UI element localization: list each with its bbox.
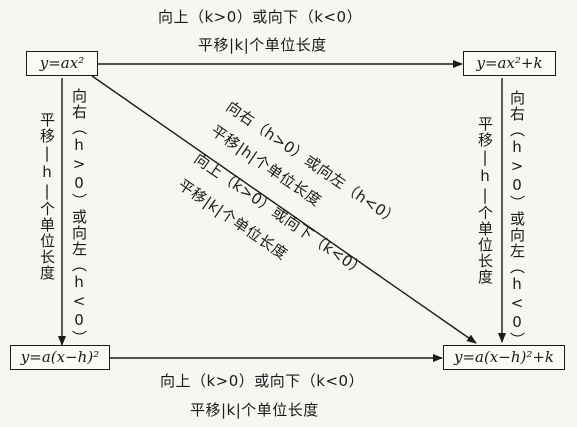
node-top-left-label: y=ax² — [39, 54, 85, 72]
bottom-edge-label-1: 向上（k>0）或向下（k<0） — [160, 372, 365, 390]
node-bottom-right: y=a(x−h)²+k — [443, 345, 565, 370]
node-bottom-left-label: y=a(x−h)² — [20, 348, 100, 366]
arrow-diagonal — [91, 75, 477, 344]
bottom-edge-label-2: 平移|k|个单位长度 — [190, 401, 319, 419]
node-top-left: y=ax² — [26, 51, 98, 76]
node-top-right-label: y=ax²+k — [476, 54, 543, 72]
right-edge-label-1: 向右（h>0）或向左（h<0） — [508, 90, 526, 348]
top-edge-label-2: 平移|k|个单位长度 — [198, 36, 327, 54]
top-edge-label-1: 向上（k>0）或向下（k<0） — [158, 8, 363, 26]
left-edge-label-1: 向右（h>0）或向左（h<0） — [70, 88, 88, 346]
node-bottom-left: y=a(x−h)² — [10, 345, 110, 370]
node-top-right: y=ax²+k — [463, 51, 556, 76]
right-edge-label-2: 平移|h|个单位长度 — [476, 116, 494, 285]
node-bottom-right-label: y=a(x−h)²+k — [453, 348, 555, 366]
left-edge-label-2: 平移|h|个单位长度 — [38, 112, 56, 281]
